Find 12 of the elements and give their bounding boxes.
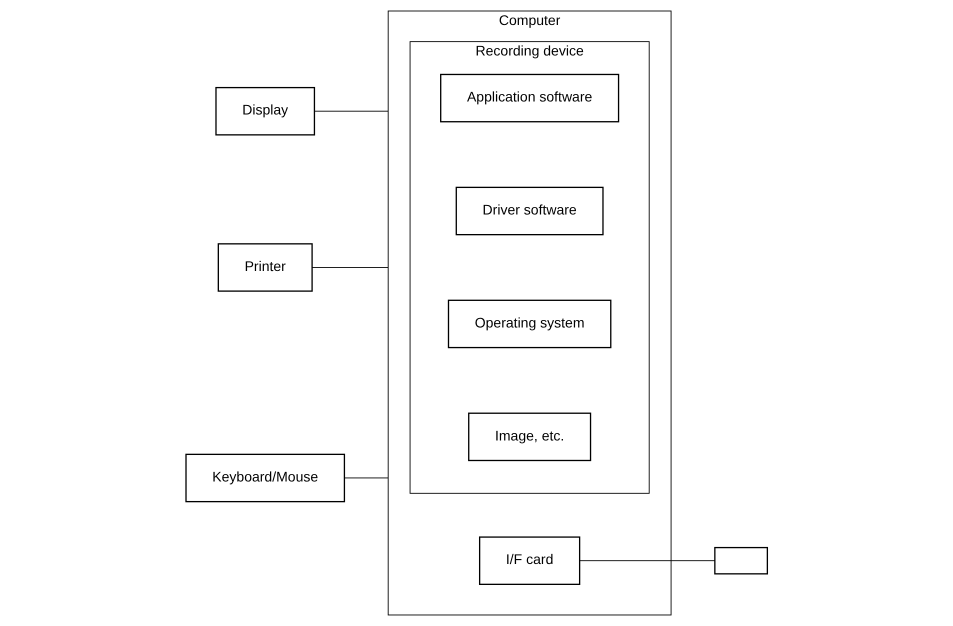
node-box: Printer: [217, 243, 313, 292]
connector: [314, 110, 388, 112]
node-box: Display: [215, 86, 315, 136]
node-box: I/F card: [478, 536, 580, 585]
node-box: Application software: [440, 74, 620, 122]
node-box: Operating system: [448, 300, 612, 348]
connector: [311, 267, 388, 268]
node-box: Image, etc.: [468, 412, 591, 462]
connector: [579, 560, 716, 562]
node-box: [714, 546, 768, 574]
node-box: Keyboard/Mouse: [185, 454, 345, 502]
node-box: Driver software: [455, 186, 604, 236]
